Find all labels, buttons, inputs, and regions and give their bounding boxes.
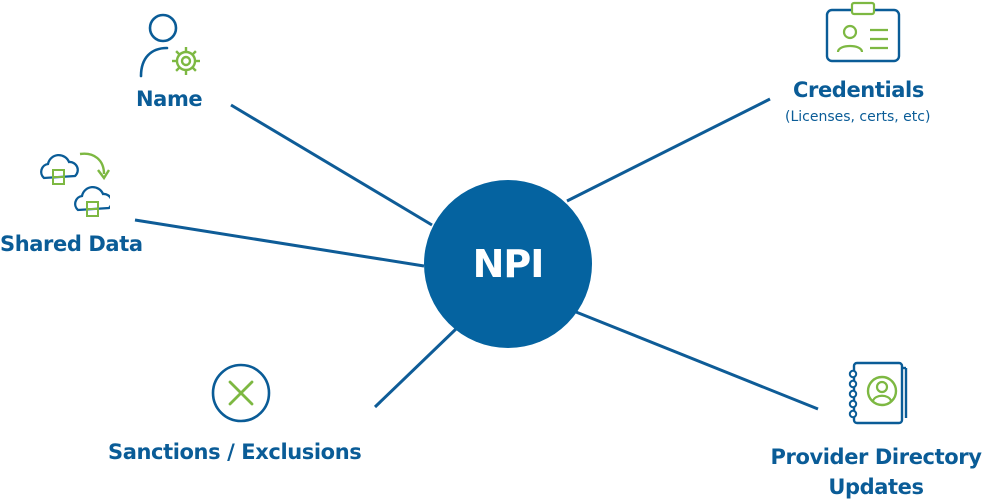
credentials-sublabel: (Licenses, certs, etc) <box>785 109 931 125</box>
id-badge-icon <box>825 1 901 63</box>
provider-directory-label-line2: Updates <box>828 475 924 499</box>
address-book-icon <box>848 361 908 425</box>
x-circle-icon <box>211 363 271 423</box>
provider-directory-label-line1: Provider Directory <box>770 445 982 469</box>
connector-shared-data <box>134 218 425 268</box>
cloud-sync-icon <box>40 152 110 217</box>
connector-credentials <box>566 97 771 203</box>
name-label: Name <box>136 87 203 111</box>
shared-data-label: Shared Data <box>0 232 143 256</box>
hub-label: NPI <box>472 242 545 286</box>
user-gear-icon <box>139 13 200 78</box>
credentials-label: Credentials <box>793 78 924 102</box>
sanctions-label: Sanctions / Exclusions <box>108 440 362 464</box>
connector-name <box>230 103 433 227</box>
connector-provider-directory <box>575 310 819 411</box>
connector-sanctions <box>373 326 459 409</box>
npi-hub: NPI <box>424 180 592 348</box>
